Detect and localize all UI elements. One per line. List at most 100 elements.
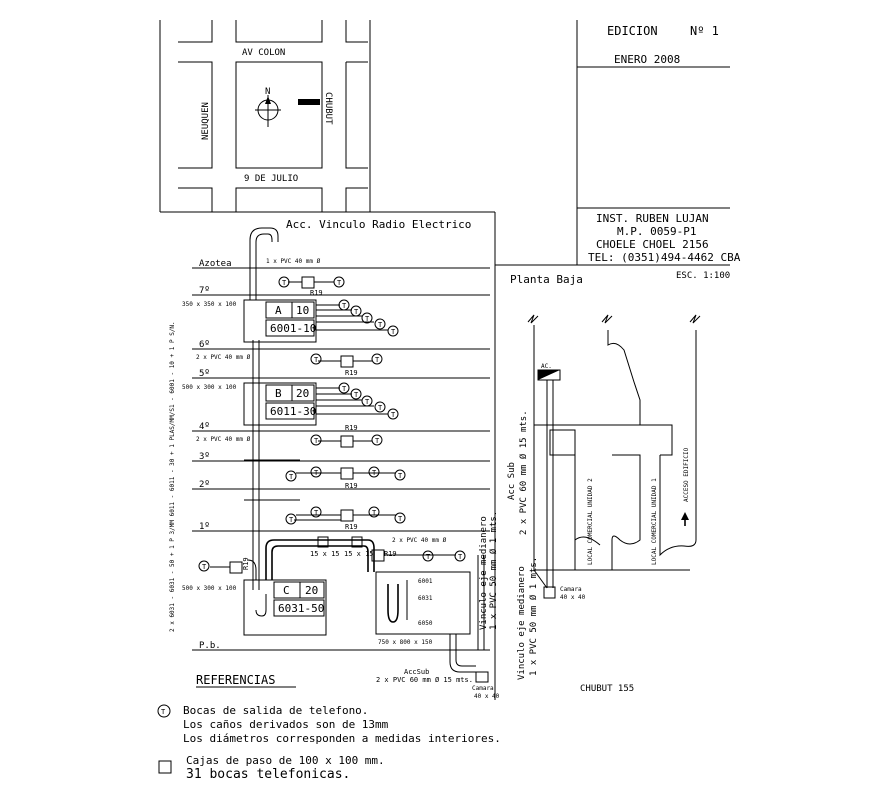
junction-box bbox=[340, 355, 354, 368]
break-symbol-icon bbox=[689, 314, 701, 324]
reference-outlet-3: Los diámetros corresponden a medidas int… bbox=[183, 732, 501, 745]
access-arrow-icon bbox=[681, 512, 689, 520]
pipe-label: 2 x PVC 40 mm Ø bbox=[392, 537, 447, 544]
floor-label: P.b. bbox=[199, 641, 221, 651]
wall bbox=[549, 429, 576, 456]
floor-label: 6º bbox=[199, 340, 210, 350]
r19-label: R19 bbox=[345, 482, 358, 490]
svg-text:T: T bbox=[398, 515, 403, 523]
box-a-code-frame bbox=[265, 319, 315, 337]
junction-box-icon bbox=[158, 760, 172, 774]
door-swing bbox=[574, 536, 601, 546]
medianero-pipe-label: 1 x PVC 50 mm Ø 1 mts. bbox=[488, 511, 499, 630]
box-b-size: 500 x 300 x 100 bbox=[182, 384, 237, 391]
distribution-box-b bbox=[243, 382, 317, 426]
street-east: CHUBUT bbox=[323, 92, 333, 125]
svg-text:T: T bbox=[378, 404, 383, 412]
svg-text:T: T bbox=[314, 437, 319, 445]
acc-sub-pipe bbox=[449, 634, 476, 673]
riser-pipe bbox=[255, 594, 267, 617]
svg-text:T: T bbox=[391, 411, 396, 419]
svg-text:T: T bbox=[314, 509, 319, 517]
svg-text:T: T bbox=[342, 385, 347, 393]
riser-diagram: Azotea 7º 6º 5º 4º 3º 2º 1º P.b. 2 x 603… bbox=[169, 218, 500, 700]
floor-label: 3º bbox=[199, 452, 210, 462]
street-edge bbox=[178, 20, 368, 43]
plan-camera-size: 40 x 40 bbox=[560, 594, 586, 601]
svg-text:T: T bbox=[282, 279, 287, 287]
svg-text:T: T bbox=[314, 469, 319, 477]
link-cable bbox=[271, 545, 369, 580]
floor-label: 2º bbox=[199, 480, 210, 490]
camera-box bbox=[543, 586, 556, 599]
main-box-loop bbox=[387, 584, 399, 623]
svg-text:T: T bbox=[365, 398, 370, 406]
svg-text:T: T bbox=[289, 473, 294, 481]
edition-title: EDICION bbox=[607, 24, 658, 38]
svg-text:T: T bbox=[354, 308, 359, 316]
camera-box bbox=[475, 671, 489, 683]
reference-outlet-2: Los caños derivados son de 13mm bbox=[183, 718, 389, 731]
small-box-label: 15 x 15 bbox=[344, 550, 374, 558]
location-map: AV COLON 9 DE JULIO NEUQUEN CHUBUT N bbox=[178, 20, 368, 212]
break-symbol-icon bbox=[601, 314, 613, 324]
reference-box-2: 31 bocas telefonicas. bbox=[186, 767, 350, 782]
floor-label: Azotea bbox=[199, 259, 232, 269]
box-b-code-frame bbox=[265, 402, 315, 420]
references-title: REFERENCIAS bbox=[196, 673, 275, 687]
junction-box bbox=[229, 561, 243, 574]
junction-box bbox=[340, 435, 354, 448]
wall bbox=[659, 455, 697, 557]
acc-sub-pipe-label: 2 x PVC 60 mm Ø 15 mts. bbox=[376, 676, 473, 684]
svg-text:T: T bbox=[375, 437, 380, 445]
access-label: ACCESO EDIFICIO bbox=[683, 447, 690, 502]
main-box-code: 6001 bbox=[418, 578, 433, 585]
street-edge bbox=[178, 61, 368, 169]
plan-scale: ESC. 1:100 bbox=[676, 271, 730, 281]
wall bbox=[540, 424, 673, 430]
vertical-cable-label: 2 x 6031 - 6031 - 50 + 1 P 3/MM 6011 - 6… bbox=[169, 321, 176, 632]
svg-text:T: T bbox=[391, 328, 396, 336]
box-a-letter: A bbox=[275, 304, 282, 317]
box-c-code-frame bbox=[273, 599, 325, 617]
junction-box bbox=[340, 467, 354, 480]
reference-outlet-1: Bocas de salida de telefono. bbox=[183, 704, 368, 717]
wall bbox=[660, 430, 673, 456]
floor-label: 1º bbox=[199, 522, 210, 532]
wall bbox=[533, 425, 540, 571]
unit-1-label: LOCAL COMERCIAL UNIDAD 1 bbox=[651, 478, 658, 565]
branch-line bbox=[244, 459, 300, 501]
floor-label: 5º bbox=[199, 369, 210, 379]
box-c-size: 500 x 300 x 100 bbox=[182, 585, 237, 592]
ac-unit-icon bbox=[537, 369, 561, 381]
references: REFERENCIAS T Bocas de salida de telefon… bbox=[157, 673, 501, 782]
street-south: 9 DE JULIO bbox=[244, 174, 298, 184]
wall bbox=[611, 454, 641, 570]
riser-pipe bbox=[247, 559, 257, 580]
floor-label: 4º bbox=[199, 422, 210, 432]
box-c-code: 6031-50 bbox=[278, 602, 324, 615]
edition-date: ENERO 2008 bbox=[614, 53, 680, 66]
box-a-code: 6001-10 bbox=[270, 322, 316, 335]
svg-text:T: T bbox=[289, 516, 294, 524]
installer-address: CHOELE CHOEL 2156 bbox=[596, 238, 709, 251]
junction-box bbox=[301, 276, 315, 289]
street-west: NEUQUEN bbox=[201, 102, 211, 140]
installer-tel: TEL: (0351)494-4462 CBA bbox=[588, 251, 741, 264]
svg-text:T: T bbox=[354, 391, 359, 399]
north-label: N bbox=[265, 87, 270, 97]
medianero-label: Vinculo eje medianero bbox=[479, 516, 489, 630]
radio-link-pipe bbox=[249, 227, 279, 300]
plan-medianero: Vinculo eje medianero bbox=[517, 566, 527, 680]
junction-box bbox=[351, 536, 363, 548]
svg-text:T: T bbox=[337, 279, 342, 287]
branch-line bbox=[316, 387, 388, 415]
box-c-pairs: 20 bbox=[305, 584, 318, 597]
branch-line bbox=[316, 304, 388, 331]
r19-label: R19 bbox=[310, 289, 323, 297]
plan-street: CHUBUT 155 bbox=[580, 684, 634, 694]
svg-text:T: T bbox=[365, 315, 370, 323]
svg-text:T: T bbox=[458, 553, 463, 561]
svg-text:T: T bbox=[372, 469, 377, 477]
r19-label: R19 bbox=[345, 523, 358, 531]
